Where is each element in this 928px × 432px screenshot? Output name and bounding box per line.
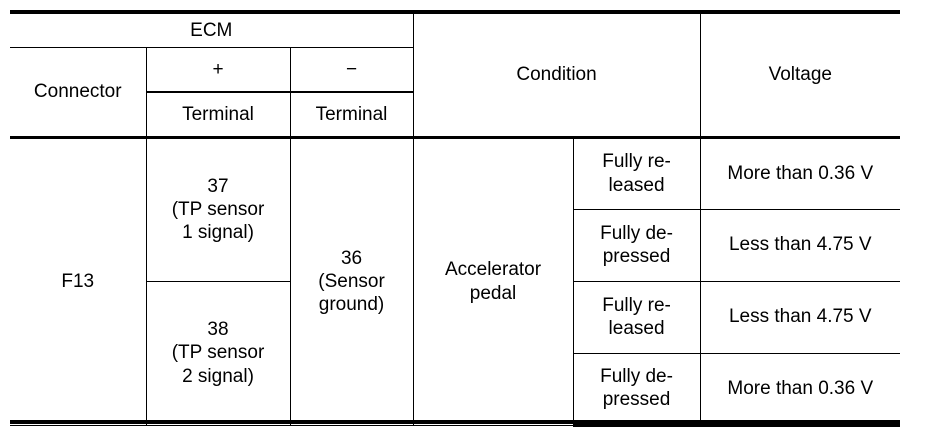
cell-voltage: More than 0.36 V [699,136,901,210]
terminal-minus-36-line: 36 [340,247,363,269]
terminal-minus-36-line: (Sensor [318,270,385,292]
terminal-plus-37-line: 37 [207,175,229,197]
table-row: F13 37 (TP sensor 1 signal) 36 (Sensor g… [10,136,901,426]
cell-voltage: Less than 4.75 V [699,280,901,354]
header-minus: − [289,46,414,93]
terminal-plus-38-line: 2 signal) [182,365,254,387]
header-terminal-plus: Terminal [145,91,291,139]
terminal-plus-38-line: (TP sensor [171,342,265,364]
header-ecm: ECM [10,10,414,48]
cell-terminal-plus-37: 37 (TP sensor 1 signal) [145,136,291,282]
condition-accelerator-line: Accelerator [444,259,542,281]
cell-condition-state: Fully re- leased [572,280,701,354]
terminal-minus-36-line: ground) [318,294,385,316]
condition-accelerator-line: pedal [469,282,517,304]
condition-state-line: Fully re- [602,294,671,316]
header-condition: Condition [412,10,701,139]
condition-state-line: Fully de- [600,222,673,244]
cell-connector-f13: F13 [10,136,147,426]
table-row: Fully de- pressed More than 0.36 V [10,352,901,427]
condition-state-line: Fully de- [600,366,673,388]
table-row: 38 (TP sensor 2 signal) Fully re- leased… [10,280,901,426]
cell-terminal-plus-38: 38 (TP sensor 2 signal) [145,280,291,426]
header-plus: + [145,46,291,93]
table-row: Fully de- pressed Less than 4.75 V [10,208,901,282]
condition-state-line: pressed [602,389,671,411]
condition-state-line: leased [608,174,665,196]
cell-terminal-minus-36: 36 (Sensor ground) [289,136,414,426]
condition-state-line: Fully re- [602,151,671,173]
header-voltage: Voltage [699,10,901,139]
terminal-plus-38-line: 38 [207,319,229,341]
cell-condition-state: Fully re- leased [572,136,701,210]
table-bottom-rule [10,420,900,424]
cell-condition-accelerator-pedal: Accelerator pedal [412,136,574,426]
terminal-plus-37-line: (TP sensor [171,198,265,220]
condition-state-line: leased [608,318,665,339]
header-row-ecm: ECM Condition Voltage [10,10,901,139]
cell-condition-state: Fully de- pressed [572,352,701,427]
header-row-terminal: Terminal Terminal [10,91,900,139]
cell-voltage: Less than 4.75 V [699,208,901,282]
cell-voltage: More than 0.36 V [699,352,901,427]
condition-state-line: pressed [602,246,671,267]
header-connector: Connector [10,46,147,139]
terminal-plus-37-line: 1 signal) [182,222,254,244]
header-row-signs: Connector + − [10,46,900,139]
ecm-terminal-voltage-table: ECM Condition Voltage Connector + − Term… [10,10,901,427]
header-terminal-minus: Terminal [289,91,414,139]
cell-condition-state: Fully de- pressed [572,208,701,282]
